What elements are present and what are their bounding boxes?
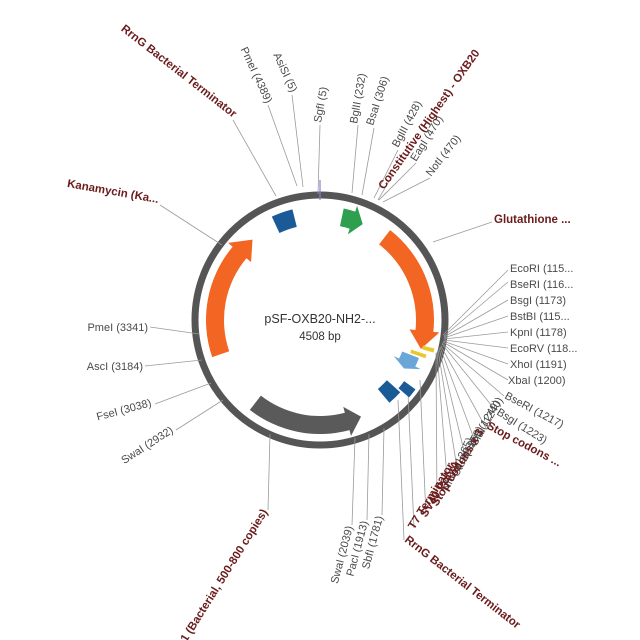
kanamycin-feature	[206, 239, 253, 358]
site-label: BseRI (116...	[510, 279, 573, 291]
site-labels-bottom: SbfI (1781) PacI (1913) SwaI (2039)	[329, 515, 386, 585]
plasmid-size: 4508 bp	[299, 331, 341, 343]
site-label: EcoRI (115...	[510, 263, 573, 275]
site-label: EcoRV (118...	[510, 343, 577, 355]
plasmid-name: pSF-OXB20-NH2-...	[264, 312, 375, 326]
feature-label: Glutathione ...	[494, 214, 571, 226]
feature-label: RrnG Bacterial Terminator	[402, 534, 522, 632]
pmb1-feature	[249, 395, 362, 436]
stop-codons-feature	[421, 345, 435, 353]
site-label: SgfI (5)	[312, 86, 330, 124]
glutathione-feature	[379, 230, 440, 349]
feature-label: RrnG Bacterial Terminator	[119, 23, 239, 121]
feature-label: pMB1 (Bacterial, 500-800 copies)	[166, 507, 271, 640]
feature-arrows	[206, 205, 440, 436]
site-label: BstBI (115...	[510, 311, 570, 323]
site-label: PmeI (3341)	[87, 322, 148, 334]
site-label: XhoI (1191)	[510, 359, 567, 371]
site-label: SwaI (2932)	[119, 424, 175, 466]
rrng-terminator-bottom-feature	[377, 380, 401, 403]
feature-label: T7 Terminator	[406, 460, 457, 531]
site-label: PmeI (4389)	[238, 45, 274, 105]
site-label: BsgI (1173)	[510, 295, 566, 307]
sv40-polya-feature	[393, 351, 421, 370]
leader-lines	[144, 94, 509, 541]
rrng-terminator-top-feature	[271, 209, 297, 233]
site-labels-left: SwaI (2932) FseI (3038) AscI (3184) PmeI…	[87, 322, 176, 467]
oxb20-promoter-feature	[339, 205, 363, 235]
stop-codons-feature-2	[410, 349, 427, 359]
feature-label: Kanamycin (Ka...	[66, 178, 159, 206]
t7-terminator-feature	[398, 381, 416, 398]
site-label: BsaI (306)	[364, 75, 391, 127]
site-label: AsiSI (5)	[270, 51, 299, 94]
site-label: AscI (3184)	[87, 361, 143, 373]
site-label: KpnI (1178)	[510, 327, 567, 339]
site-label: XbaI (1200)	[508, 375, 565, 387]
site-label: FseI (3038)	[95, 397, 152, 423]
